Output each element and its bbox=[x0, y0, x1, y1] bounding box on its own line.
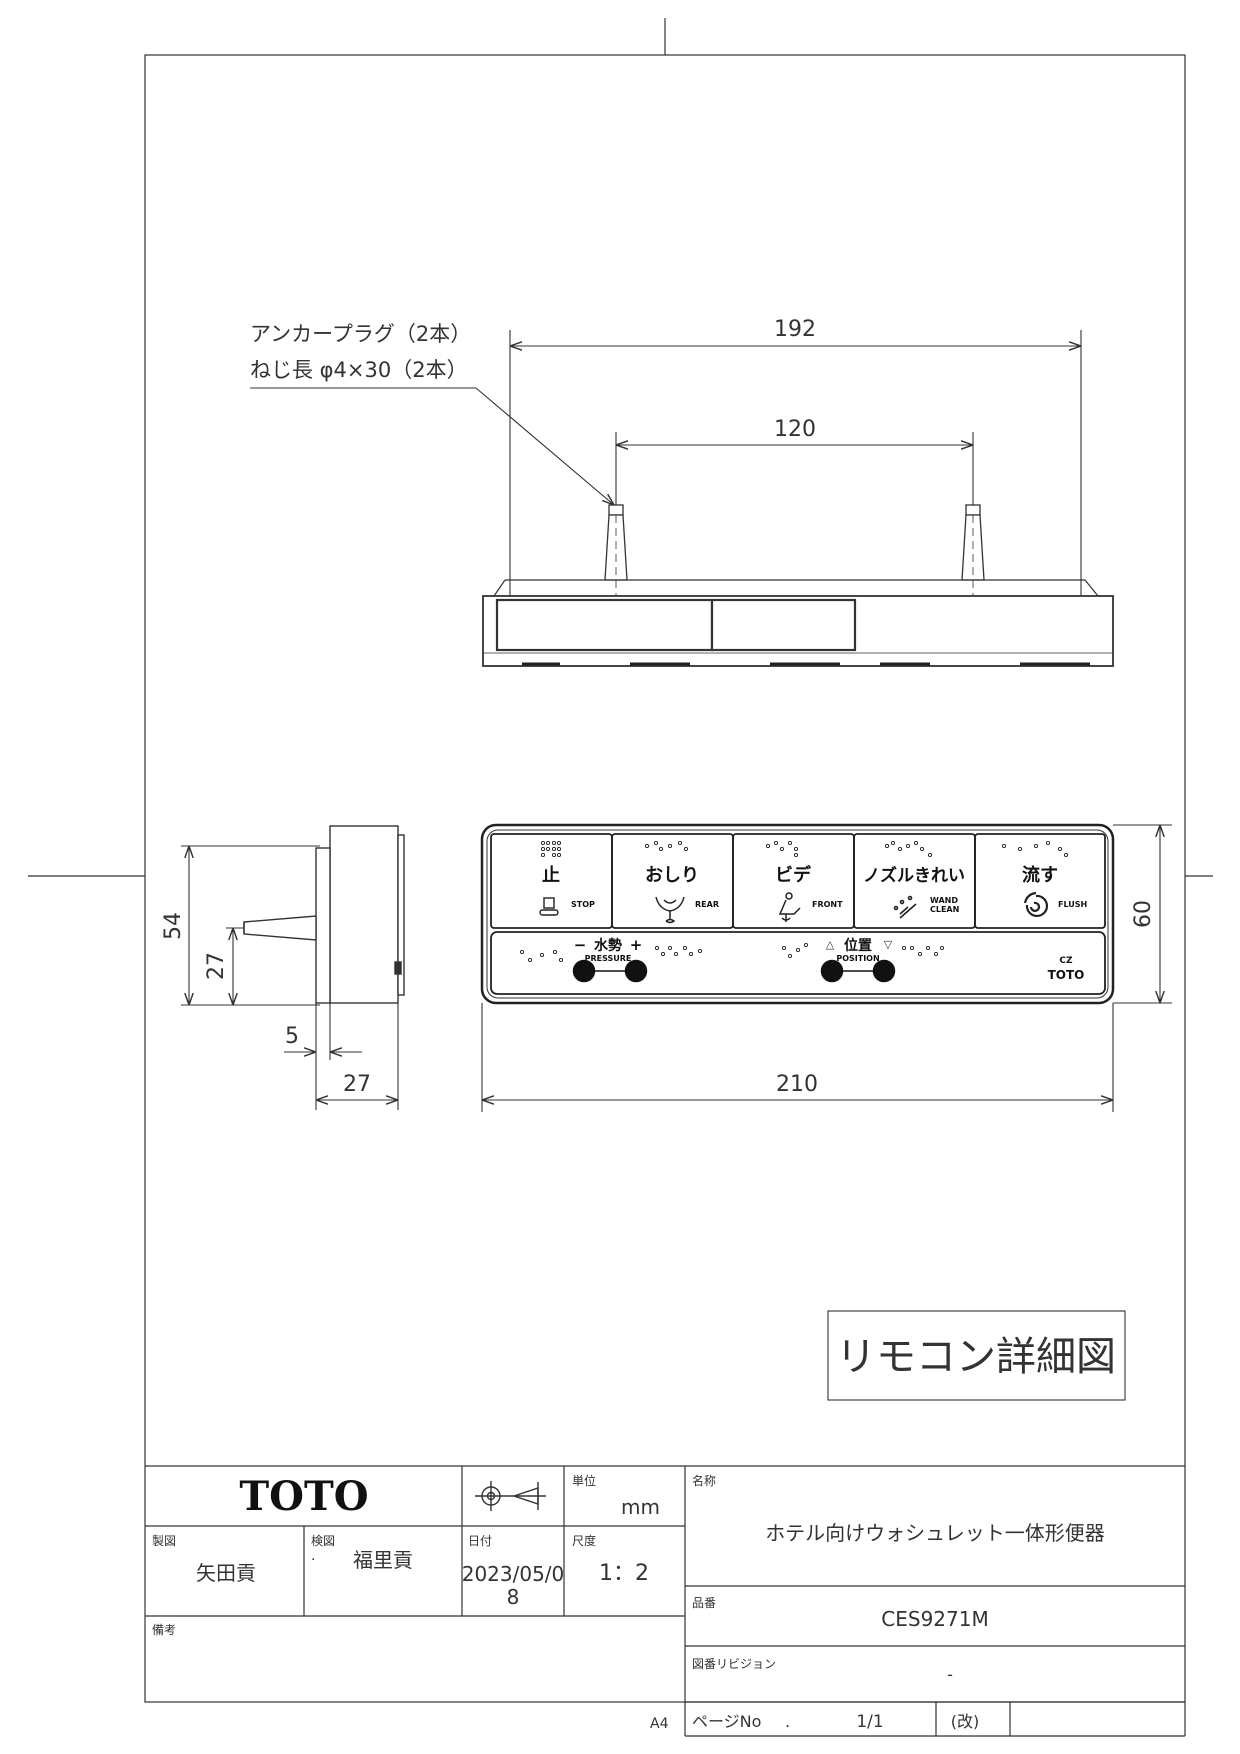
position-down: ▽ bbox=[884, 938, 893, 951]
dimension-120 bbox=[615, 432, 974, 505]
part-value: CES9271M bbox=[881, 1607, 988, 1631]
front-wash-icon bbox=[778, 892, 801, 922]
title-block bbox=[145, 1465, 1186, 1737]
button-front-sublabel: FRONT bbox=[812, 900, 843, 909]
scale-value: 1：2 bbox=[599, 1561, 649, 1586]
pressure-label: 水勢 bbox=[594, 937, 622, 954]
flush-swirl-icon bbox=[1023, 891, 1048, 917]
dimension-27-vertical bbox=[226, 927, 244, 1005]
sheet-frame bbox=[28, 18, 1213, 1703]
revision-mark: (改) bbox=[951, 1712, 980, 1731]
unit-value: mm bbox=[621, 1495, 660, 1519]
button-stop-sublabel: STOP bbox=[571, 900, 595, 909]
remote-side-body bbox=[243, 825, 405, 1004]
dimension-54 bbox=[181, 845, 320, 1006]
dimension-192 bbox=[509, 330, 1082, 596]
page-dot: . bbox=[785, 1712, 790, 1731]
detail-title-text: リモコン詳細図 bbox=[836, 1334, 1116, 1380]
button-wand-sublabel: WAND bbox=[930, 896, 958, 905]
checked-label: 検図 bbox=[311, 1534, 335, 1548]
top-view: アンカープラグ（2本） ねじ長 φ4×30（2本） 192 120 bbox=[250, 317, 1114, 667]
position-sublabel: POSITION bbox=[836, 954, 879, 963]
dimension-60-label: 60 bbox=[1131, 900, 1156, 928]
dimension-210-label: 210 bbox=[776, 1072, 818, 1097]
button-rear-label: おしり bbox=[645, 865, 699, 886]
projection-symbol-icon bbox=[475, 1481, 546, 1511]
anchor-plug-right bbox=[961, 504, 985, 595]
dimension-192-label: 192 bbox=[774, 317, 816, 342]
callout-text-line2: ねじ長 φ4×30（2本） bbox=[250, 358, 468, 382]
page-value: 1/1 bbox=[856, 1712, 883, 1732]
button-clean-sublabel: CLEAN bbox=[930, 905, 959, 914]
stop-icon bbox=[539, 897, 559, 916]
pressure-plus: + bbox=[630, 936, 643, 954]
pressure-minus: − bbox=[574, 936, 587, 954]
button-rear-sublabel: REAR bbox=[695, 900, 719, 909]
dimension-54-label: 54 bbox=[161, 912, 186, 940]
dimension-120-label: 120 bbox=[774, 417, 816, 442]
button-row bbox=[490, 833, 1106, 995]
anchor-plug-left bbox=[604, 504, 628, 595]
date-value-line2: 8 bbox=[507, 1585, 520, 1609]
dimension-27-horizontal-label: 27 bbox=[343, 1072, 371, 1097]
dimension-5-label: 5 bbox=[285, 1024, 299, 1049]
remote-top-body bbox=[482, 579, 1114, 667]
scale-label: 尺度 bbox=[572, 1533, 596, 1548]
position-up: △ bbox=[826, 938, 835, 951]
braille-dots bbox=[519, 840, 1069, 963]
callout-leader bbox=[250, 387, 614, 505]
button-front-label: ビデ bbox=[775, 864, 812, 886]
button-stop-label: 止 bbox=[542, 864, 560, 886]
button-flush-label: 流す bbox=[1022, 864, 1058, 886]
name-value: ホテル向けウォシュレット一体形便器 bbox=[765, 1521, 1105, 1545]
dimension-5 bbox=[284, 1003, 362, 1110]
position-buttons bbox=[820, 959, 896, 983]
remote-brand-logo: TOTO bbox=[1048, 968, 1085, 982]
drawn-value: 矢田貢 bbox=[196, 1561, 256, 1585]
dimension-60 bbox=[1113, 824, 1172, 1004]
unit-label: 単位 bbox=[572, 1473, 596, 1488]
revision-label: 図番リビジョン bbox=[692, 1657, 776, 1671]
date-value-line1: 2023/05/0 bbox=[462, 1562, 565, 1586]
checked-value: 福里貢 bbox=[353, 1548, 413, 1572]
pressure-buttons bbox=[572, 959, 648, 983]
name-label: 名称 bbox=[692, 1473, 716, 1488]
paper-size: A4 bbox=[650, 1716, 669, 1732]
company-logo: TOTO bbox=[239, 1473, 368, 1520]
side-view: 54 27 5 27 bbox=[161, 825, 405, 1110]
callout-text-line1: アンカープラグ（2本） bbox=[250, 322, 471, 346]
position-label: 位置 bbox=[844, 937, 872, 954]
dimension-27-horizontal bbox=[316, 1003, 399, 1110]
date-label: 日付 bbox=[468, 1534, 492, 1548]
checked-mark: . bbox=[311, 1548, 315, 1564]
drawn-label: 製図 bbox=[152, 1534, 176, 1548]
button-flush-sublabel: FLUSH bbox=[1058, 900, 1087, 909]
revision-value: - bbox=[947, 1665, 953, 1684]
remote-front-outline bbox=[480, 823, 1115, 1005]
detail-title: リモコン詳細図 bbox=[827, 1310, 1126, 1401]
button-wand-clean-label: ノズルきれい bbox=[863, 865, 965, 886]
remarks-label: 備考 bbox=[152, 1622, 176, 1637]
front-view: 止 おしり ビデ ノズルきれい 流す bbox=[480, 823, 1172, 1112]
remote-front-inner-outline bbox=[486, 829, 1109, 999]
part-label: 品番 bbox=[692, 1596, 716, 1610]
page-label: ページNo bbox=[692, 1712, 761, 1731]
dimension-27-vertical-label: 27 bbox=[204, 952, 229, 980]
pressure-sublabel: PRESSURE bbox=[585, 954, 632, 963]
dimension-210 bbox=[481, 1003, 1114, 1112]
rear-wash-icon bbox=[655, 896, 685, 924]
cz-mark: CZ bbox=[1059, 956, 1073, 966]
wand-clean-icon bbox=[893, 895, 917, 919]
